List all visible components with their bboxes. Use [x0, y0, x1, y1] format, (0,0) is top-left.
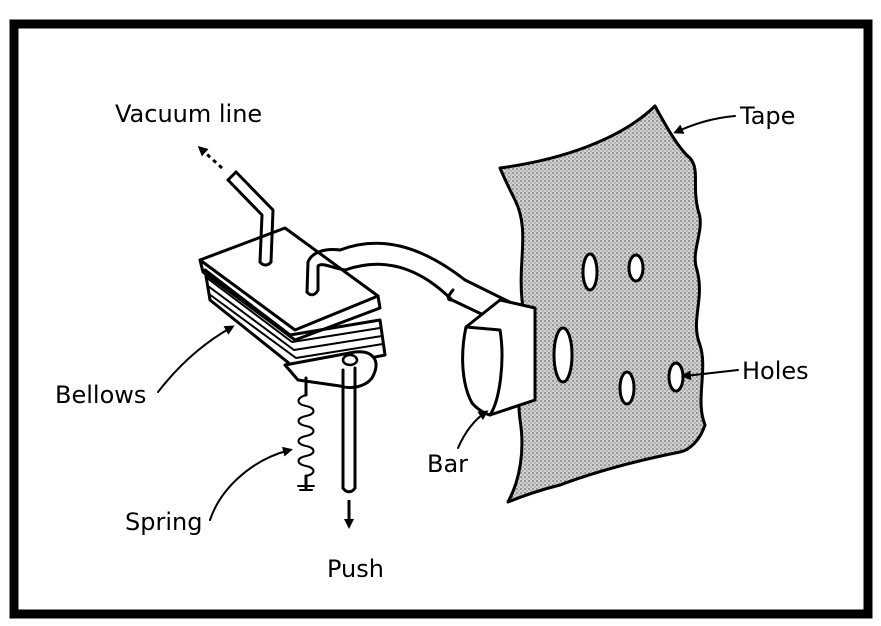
spring — [297, 376, 315, 491]
bellows — [198, 226, 387, 390]
figure-border — [9, 19, 873, 619]
tape-hole — [552, 326, 574, 384]
tape — [498, 104, 707, 504]
label-bar: Bar — [427, 450, 468, 478]
label-bellows: Bellows — [55, 381, 146, 409]
vacuum-line-tube — [197, 145, 275, 267]
tape-hole — [581, 252, 599, 292]
push-rod — [341, 366, 357, 529]
label-holes: Holes — [742, 357, 809, 385]
leader-tape — [673, 115, 736, 134]
label-spring: Spring — [125, 508, 202, 536]
leader-bellows — [157, 325, 235, 393]
tape-sheet — [498, 104, 707, 504]
tape-hole — [627, 253, 645, 283]
hose-fitting — [305, 248, 347, 297]
bar — [461, 298, 537, 417]
leader-bar — [457, 410, 489, 449]
label-tape: Tape — [739, 102, 795, 130]
leader-holes — [681, 369, 739, 381]
label-push: Push — [327, 555, 384, 583]
label-vacuum-line: Vacuum line — [115, 100, 262, 128]
tape-hole — [618, 370, 636, 406]
tape-hole — [667, 361, 685, 393]
leader-spring — [209, 446, 293, 521]
vacuum-flow-arrow — [197, 145, 224, 170]
